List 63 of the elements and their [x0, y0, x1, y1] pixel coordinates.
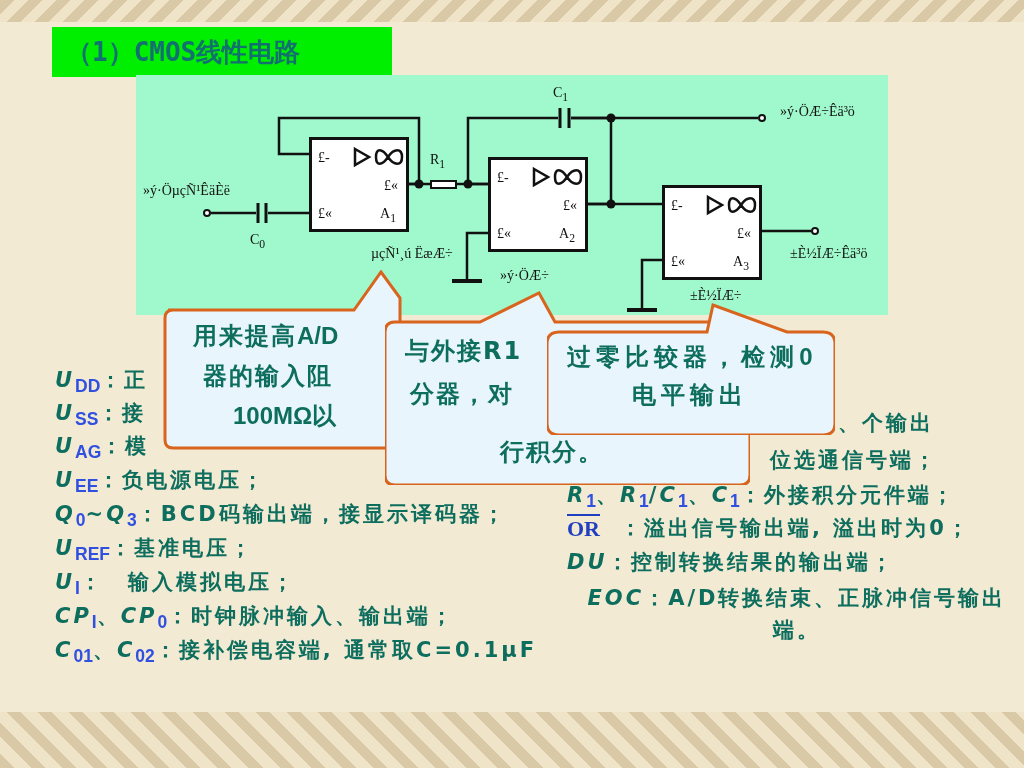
- pin-label: £«: [563, 198, 577, 214]
- capacitor-symbol: [256, 203, 268, 223]
- pin-label: £«: [671, 254, 685, 270]
- op-amp-name: A$_{1}$: [380, 206, 396, 225]
- text-line: U$_{DD}$：正: [55, 367, 149, 398]
- pin-label: £-: [671, 198, 683, 214]
- text-line: R$_{1}$、R$_{1}$/C$_{1}$、C$_{1}$：外接积分元件端；: [567, 482, 956, 513]
- wire: [465, 231, 488, 279]
- callout-text: 行积分。: [500, 437, 604, 468]
- text-line: U$_{SS}$：接: [55, 400, 147, 431]
- pin-label: £«: [384, 178, 398, 194]
- terminal-circle: [811, 227, 819, 235]
- op-amp-name: A$_{2}$: [559, 226, 575, 245]
- pin-label: £«: [497, 226, 511, 242]
- text-line: U$_{I}$： 输入模拟电压；: [55, 569, 296, 600]
- op-amp-box: [662, 185, 762, 280]
- text-line: U$_{EE}$：负电源电压；: [55, 467, 267, 498]
- callout-text: 器的输入阻: [203, 361, 333, 392]
- callout-text: 分器，对: [410, 379, 514, 410]
- wire: [466, 116, 558, 186]
- callout-text: 用来提高A/D: [193, 321, 339, 352]
- signal-name: OR: [567, 514, 600, 542]
- component-label: »ý·ÖÆ÷Êä³ö: [780, 104, 855, 120]
- text-line: DU：控制转换结果的输出端；: [567, 549, 896, 576]
- text-line: EOC：A/D转换结束、正脉冲信号输出端。: [586, 585, 1008, 644]
- op-amp-box: [309, 137, 409, 232]
- component-label: »ý·ÖÆ÷: [500, 268, 549, 284]
- resistor-symbol: [430, 180, 457, 189]
- terminal-circle: [758, 114, 766, 122]
- text-line: 、个输出: [838, 410, 934, 437]
- op-amp-name: A$_{3}$: [733, 254, 749, 273]
- wire: [588, 202, 662, 206]
- op-amp-box: [488, 157, 588, 252]
- component-label: ±È½ÏÆ÷Êä³ö: [790, 246, 868, 262]
- text-line: CP$_{I}$、CP$_{0}$：时钟脉冲输入、输出端；: [55, 603, 456, 634]
- pin-label: £«: [737, 226, 751, 242]
- text-line: C$_{01}$、C$_{02}$：接补偿电容端, 通常取C=0.1μF: [55, 637, 538, 668]
- pin-label: £-: [497, 170, 509, 186]
- wire: [409, 182, 430, 186]
- wire: [640, 258, 662, 308]
- callout-text: 与外接R1: [405, 336, 523, 367]
- text-line: ：溢出信号输出端, 溢出时为0；: [620, 515, 971, 542]
- pin-label: £-: [318, 150, 330, 166]
- text-line: U$_{REF}$：基准电压；: [55, 535, 255, 566]
- wire: [268, 211, 309, 215]
- title-box: （1）CMOS线性电路: [52, 27, 392, 77]
- terminal-circle: [203, 209, 211, 217]
- pin-label: £«: [318, 206, 332, 222]
- wire: [762, 229, 811, 233]
- ground-symbol: [627, 308, 657, 312]
- text-line: U$_{AG}$：模: [55, 433, 150, 464]
- callout-text: 100MΩ以: [233, 401, 339, 432]
- text-line: Q$_{0}$~Q$_{3}$：BCD码输出端，接显示译码器；: [55, 501, 507, 532]
- component-label: R$_{1}$: [430, 152, 446, 171]
- ground-symbol: [452, 279, 482, 283]
- component-label: C$_{0}$: [250, 232, 266, 251]
- component-label: ±È½ÏÆ÷: [690, 288, 742, 304]
- text-line: 位选通信号端；: [770, 447, 938, 474]
- component-label: µçÑ¹¸ú ËæÆ÷: [371, 246, 453, 262]
- component-label: »ý·ÖµçÑ¹ÊäÈë: [143, 183, 230, 199]
- capacitor-symbol: [558, 108, 571, 128]
- component-label: C$_{1}$: [553, 85, 569, 104]
- wire: [211, 211, 256, 215]
